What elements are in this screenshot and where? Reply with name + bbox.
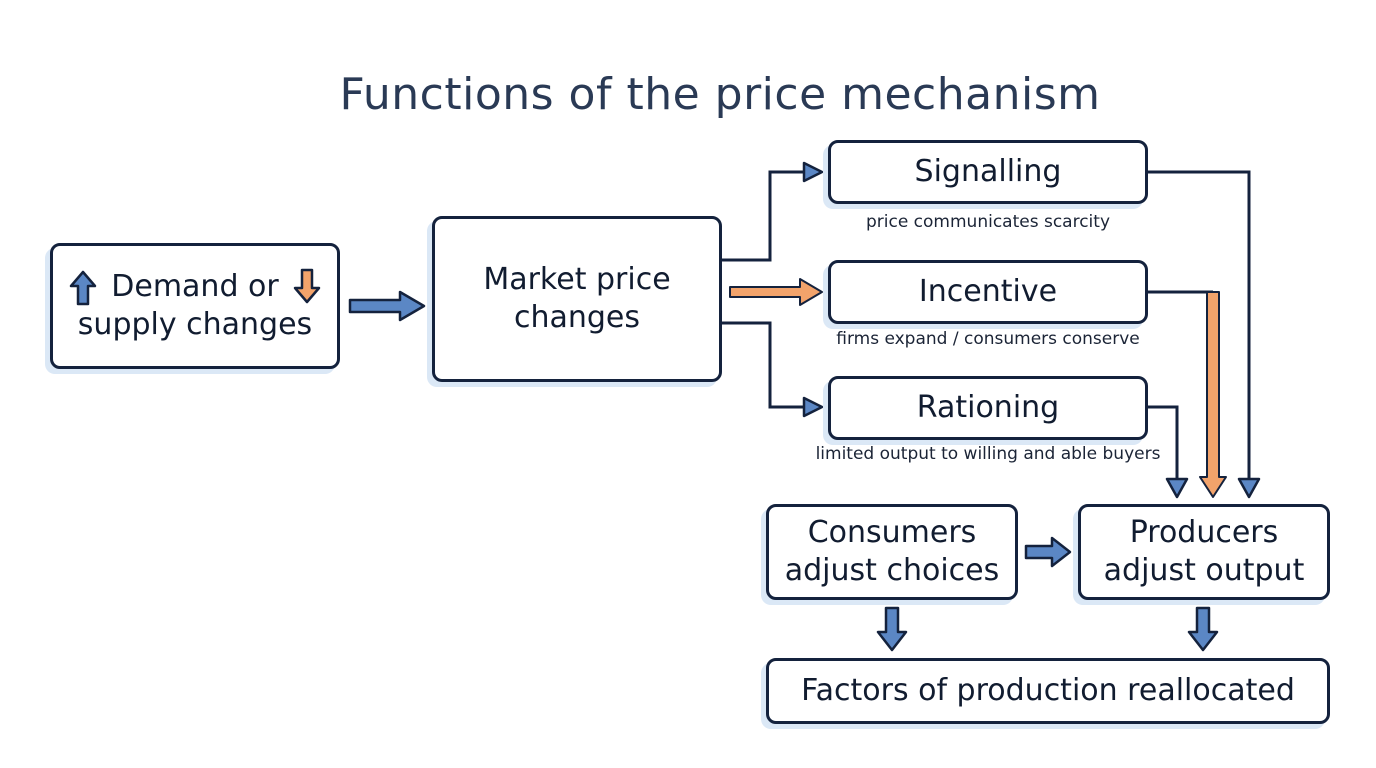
market-line-1: Market price: [483, 262, 671, 297]
diagram-title: Functions of the price mechanism: [339, 69, 1101, 121]
signalling-label: Signalling: [914, 154, 1062, 189]
arrow-signalling-to-producers: [1148, 170, 1261, 499]
incentive-caption: firms expand / consumers conserve: [836, 329, 1140, 349]
incentive-label: Incentive: [918, 274, 1058, 309]
node-factors-reallocated: Factors of production reallocated: [766, 658, 1330, 724]
producers-line-2: adjust output: [1103, 553, 1305, 588]
rationing-label: Rationing: [916, 390, 1060, 425]
arrow-consumers-to-producers: [1024, 536, 1072, 568]
arrow-incentive-to-producers: [1148, 290, 1227, 498]
down-arrow-icon: [293, 268, 321, 304]
demand-line-1: Demand or: [111, 269, 279, 304]
arrow-demand-to-market: [348, 290, 426, 322]
signalling-caption: price communicates scarcity: [865, 212, 1111, 232]
node-market-price-changes: Market price changes: [432, 216, 722, 382]
market-line-2: changes: [513, 300, 641, 335]
arrow-market-to-signalling: [722, 161, 824, 262]
arrow-market-to-rationing: [722, 321, 824, 418]
arrow-producers-to-factors: [1187, 606, 1219, 652]
rationing-caption: limited output to willing and able buyer…: [815, 444, 1161, 464]
arrow-consumers-to-factors: [876, 606, 908, 652]
consumers-line-1: Consumers: [807, 515, 977, 550]
node-producers-adjust-output: Producers adjust output: [1078, 504, 1330, 600]
demand-line-2: supply changes: [77, 307, 313, 342]
arrow-market-to-incentive: [729, 278, 823, 306]
node-demand-supply-changes: Demand or supply changes: [50, 243, 340, 369]
node-consumers-adjust-choices: Consumers adjust choices: [766, 504, 1018, 600]
node-incentive: Incentive: [828, 260, 1148, 324]
arrow-rationing-to-producers: [1148, 405, 1189, 499]
node-rationing: Rationing: [828, 376, 1148, 440]
producers-line-1: Producers: [1129, 515, 1279, 550]
consumers-line-2: adjust choices: [784, 553, 1000, 588]
up-arrow-icon: [69, 270, 97, 306]
node-signalling: Signalling: [828, 140, 1148, 204]
factors-label: Factors of production reallocated: [801, 673, 1295, 708]
